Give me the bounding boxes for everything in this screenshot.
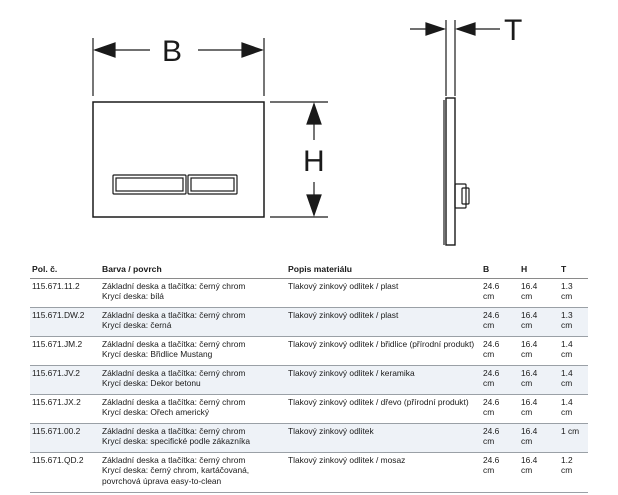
dimension-b-label: B <box>162 35 182 68</box>
cell-popis: Tlakový zinkový odlitek / plast <box>286 307 481 337</box>
button-right <box>187 174 238 195</box>
table-row: 115.671.11.2 Základní deska a tlačítka: … <box>30 278 588 308</box>
cell-popis: Tlakový zinkový odlitek / dřevo (přírodn… <box>286 394 481 424</box>
h-arrow-top <box>306 102 322 125</box>
h-arrow-bottom <box>306 194 322 217</box>
cell-pol: 115.671.DW.2 <box>30 307 100 337</box>
b-arrow-right <box>241 42 264 58</box>
cell-pol: 115.671.JX.2 <box>30 394 100 424</box>
table-row: 115.671.00.2 Základní deska a tlačítka: … <box>30 423 588 453</box>
cell-popis: Tlakový zinkový odlitek / mosaz <box>286 452 481 493</box>
dimension-t-label: T <box>504 14 522 47</box>
dimension-h-label: H <box>303 145 325 178</box>
t-arrow-left <box>425 22 446 36</box>
cell-popis: Tlakový zinkový odlitek / břidlice (přír… <box>286 336 481 366</box>
cell-popis: Tlakový zinkový odlitek / keramika <box>286 365 481 395</box>
header-t: T <box>559 262 588 279</box>
button-right-inner <box>190 177 235 192</box>
table-row: 115.671.QD.2 Základní deska a tlačítka: … <box>30 452 588 493</box>
side-button-cap <box>461 187 470 205</box>
cell-popis: Tlakový zinkový odlitek <box>286 423 481 453</box>
cell-pol: 115.671.JV.2 <box>30 365 100 395</box>
front-plate-outline <box>92 101 265 218</box>
cell-pol: 115.671.00.2 <box>30 423 100 453</box>
cell-t: 1 cm <box>559 423 588 453</box>
table-row: 115.671.JX.2 Základní deska a tlačítka: … <box>30 394 588 424</box>
b-arrow-left <box>93 42 116 58</box>
cell-pol: 115.671.JM.2 <box>30 336 100 366</box>
t-arrow-right <box>455 22 476 36</box>
header-b: B <box>481 262 519 279</box>
cell-popis: Tlakový zinkový odlitek / plast <box>286 278 481 308</box>
cell-pol: 115.671.11.2 <box>30 278 100 308</box>
product-spec-table: Pol. č. Barva / povrch Popis materiálu B… <box>30 262 588 493</box>
header-barva: Barva / povrch <box>100 262 286 279</box>
header-pol: Pol. č. <box>30 262 100 279</box>
side-button <box>454 183 467 209</box>
table-row: 115.671.JV.2 Základní deska a tlačítka: … <box>30 365 588 395</box>
header-h: H <box>519 262 559 279</box>
table-row: 115.671.JM.2 Základní deska a tlačítka: … <box>30 336 588 366</box>
table-row: 115.671.DW.2 Základní deska a tlačítka: … <box>30 307 588 337</box>
technical-drawing: B H T <box>92 14 522 246</box>
button-left-inner <box>115 177 184 192</box>
button-left <box>112 174 187 195</box>
side-plate <box>445 97 456 246</box>
table-header-row: Pol. č. Barva / povrch Popis materiálu B… <box>30 262 588 279</box>
cell-pol: 115.671.QD.2 <box>30 452 100 493</box>
header-popis: Popis materiálu <box>286 262 481 279</box>
